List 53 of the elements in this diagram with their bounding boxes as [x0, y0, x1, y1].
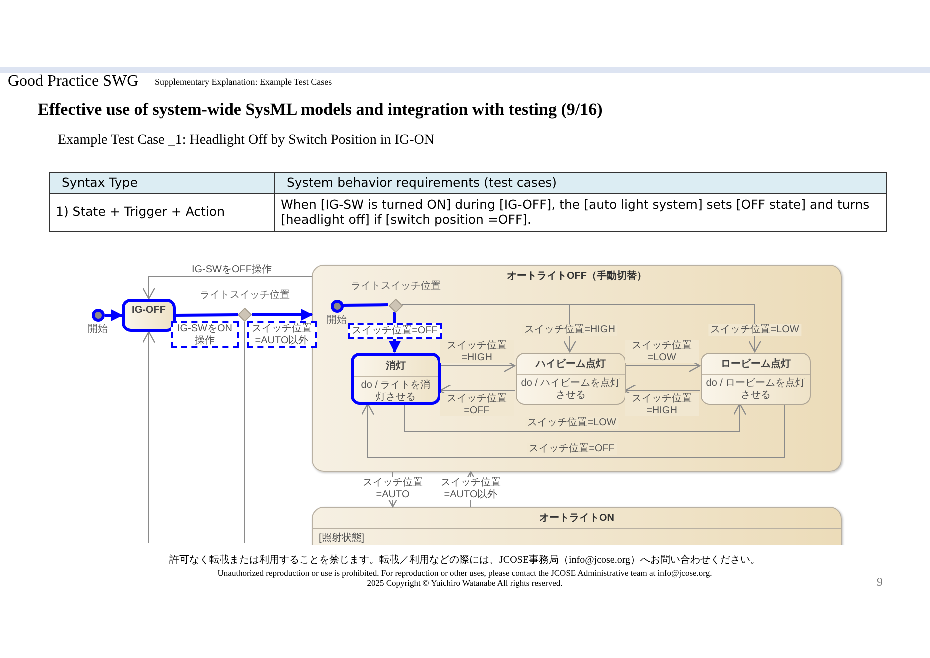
header-text: Good Practice SWG: [8, 73, 139, 91]
transition-label: スイッチ位置=AUTO以外: [247, 322, 317, 348]
composite-state: [312, 507, 842, 545]
transition-arrow: [142, 331, 156, 544]
transition-label: スイッチ位置=LOW: [708, 324, 802, 336]
transition-arrow: [252, 309, 314, 321]
state-box: [351, 353, 441, 405]
decision-diamond: [389, 299, 403, 313]
copyright-notice: Unauthorized reproduction or use is prohibited. For reproduction or other uses, please contact the JCOSE Administrative team at info@jcose.org.: [218, 568, 712, 578]
state-box: [516, 353, 626, 405]
state-name: IG-OFF: [132, 304, 166, 316]
state-name: オートライトON: [540, 512, 614, 525]
transition-label: スイッチ位置=OFF: [527, 443, 617, 455]
transition-label: スイッチ位置=HIGH: [625, 394, 699, 416]
transition-label: IG-SWをOFF操作: [190, 264, 274, 276]
do-activity: do / ライトを消灯させる: [360, 378, 432, 405]
transition-label: スイッチ位置=LOW: [625, 340, 699, 364]
decision-diamond: [238, 308, 252, 322]
initial-state-circle: [92, 309, 105, 322]
state-name: オートライトOFF（手動切替）: [507, 270, 647, 283]
table-cell: When [IG-SW is turned ON] during [IG-OFF], the [auto light system] sets [OFF state] and turns [headlight off] if [switch position =OFF].: [274, 193, 886, 232]
transition-label: スイッチ位置=LOW: [526, 417, 618, 429]
transition-label: スイッチ位置=OFF: [440, 394, 514, 416]
do-activity: do / ロービームを点灯させる: [705, 376, 807, 403]
slide-subtitle: Example Test Case _1: Headlight Off by Switch Position in IG-ON: [58, 133, 434, 149]
initial-state-circle: [331, 300, 344, 313]
page-number: 9: [877, 575, 883, 590]
state-name: ハイビーム点灯: [536, 358, 606, 371]
transition-label: IG-SWをON操作: [171, 322, 239, 348]
transition-label: スイッチ位置=HIGH: [440, 340, 514, 364]
pseudostate-label: 開始: [327, 316, 347, 326]
header-subtext: Supplementary Explanation: Example Test Cases: [155, 77, 332, 87]
transition-label: スイッチ位置=HIGH: [522, 324, 618, 336]
transition-arrow: [105, 310, 124, 322]
pseudostate-label: 開始: [88, 325, 108, 335]
state-name: ロービーム点灯: [721, 358, 791, 371]
transition-arrow: [142, 276, 312, 300]
state-name: 消灯: [386, 360, 406, 373]
state-box: [122, 299, 176, 332]
copyright-notice: 許可なく転載または利用することを禁じます。転載／利用などの際には、JCOSE事務局（info@jcose.org）へお問い合わせください。: [170, 555, 760, 568]
pseudostate-label: ライトスイッチ位置: [351, 282, 441, 292]
copyright-line: 2025 Copyright © Yuichiro Watanabe All rights reserved.: [367, 578, 563, 589]
slide-title: Effective use of system-wide SysML models and integration with testing (9/16): [38, 100, 603, 120]
transition-arrow: [361, 403, 786, 458]
table-header-cell: System behavior requirements (test cases): [274, 172, 886, 194]
table-header-cell: Syntax Type: [50, 172, 274, 194]
transition-label: スイッチ位置=OFF: [348, 323, 442, 339]
pseudostate-label: ライトスイッチ位置: [200, 291, 290, 301]
table-cell: 1) State + Trigger + Action: [50, 193, 274, 232]
transition-arrow: [404, 403, 747, 432]
region-name: [照射状態]: [318, 532, 366, 545]
state-box: [701, 353, 811, 405]
do-activity: do / ハイビームを点灯させる: [520, 376, 622, 403]
